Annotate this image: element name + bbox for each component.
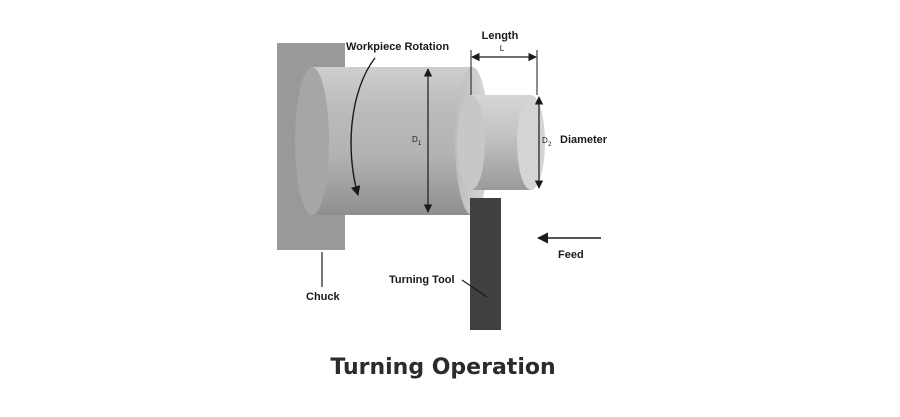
tool-leader-line	[461, 279, 488, 298]
diameter-label: Diameter	[560, 134, 608, 146]
d2-subscript: 2	[548, 142, 552, 148]
length-symbol: L	[500, 44, 505, 53]
d1-label: D	[412, 135, 418, 144]
turning-tool	[470, 198, 501, 330]
workpiece-small-section	[457, 95, 545, 190]
workpiece-rotation-label: Workpiece Rotation	[346, 41, 449, 53]
rotation-arrow	[350, 57, 376, 196]
diagram-title: Turning Operation	[330, 355, 555, 380]
d2-label: D	[542, 136, 548, 145]
d1-subscript: 1	[418, 141, 422, 147]
length-label: Length	[482, 30, 519, 42]
chuck-label: Chuck	[306, 291, 341, 303]
feed-label: Feed	[558, 249, 584, 261]
turning-tool-label: Turning Tool	[389, 274, 455, 286]
